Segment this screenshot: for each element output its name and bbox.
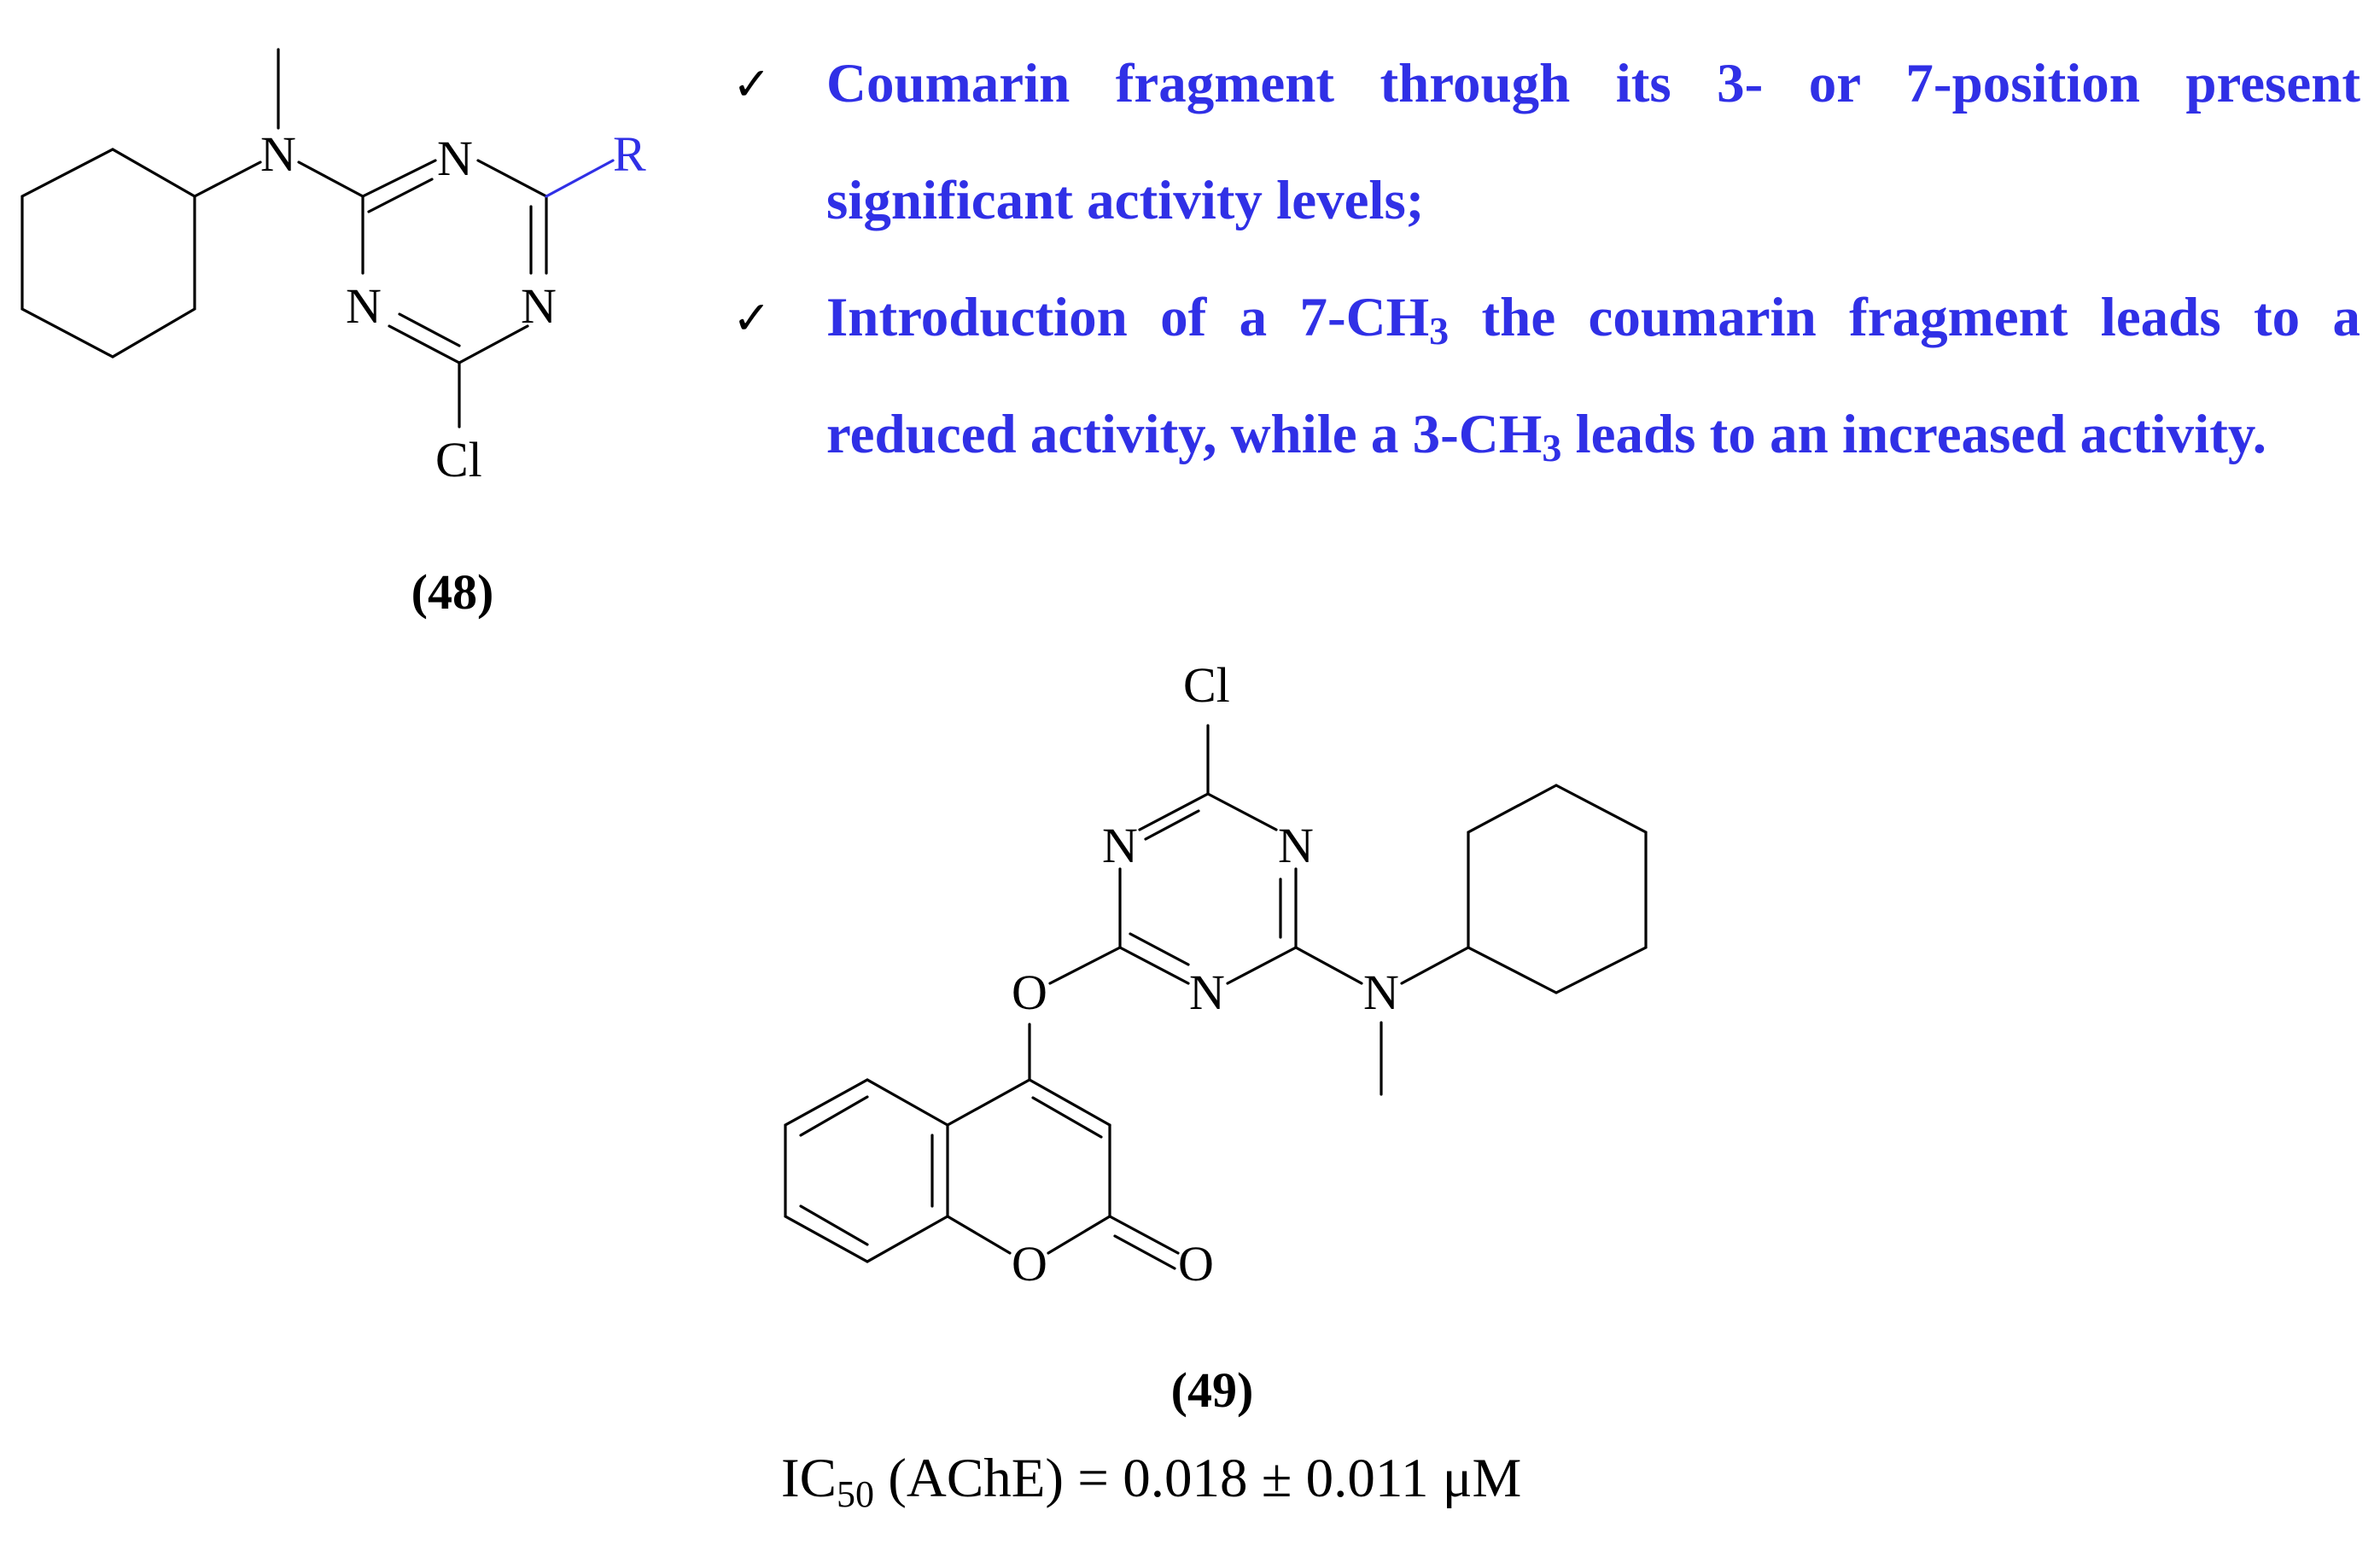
bond-c1-n1-double-49 <box>1144 809 1200 841</box>
atom-lactone-o-49: O <box>1012 1236 1047 1291</box>
bond-cyclohexyl-n-48 <box>193 160 262 198</box>
check-mark-icon: ✓ <box>732 57 772 111</box>
atom-ether-o-49: O <box>1012 965 1047 1020</box>
atom-chlorine-48: Cl <box>435 432 482 487</box>
bond-c-n-amine-49 <box>1294 946 1363 985</box>
bond-n-triazine-48 <box>297 160 365 198</box>
atom-chlorine-49: Cl <box>1183 657 1230 713</box>
cyclohexane-ring-49 <box>1467 784 1648 994</box>
atom-ring-n2-48: N <box>521 278 557 334</box>
benzene-inner-bond-b-49 <box>799 1204 869 1246</box>
bond-c4-c3-49 <box>1028 1078 1111 1127</box>
bond-c1-n2-49 <box>1206 792 1278 831</box>
atom-ring-n3-49: N <box>1189 965 1225 1020</box>
bond-n1-c2-48 <box>476 159 548 198</box>
bond-c2-carbonyl-double-49 <box>1113 1234 1176 1270</box>
bond-c1-n1-48 <box>361 159 437 198</box>
bond-c-o-ether-49 <box>1048 946 1122 985</box>
bond-n2-c3-48 <box>458 324 529 364</box>
bond-c2-n3-49 <box>1118 946 1190 985</box>
compound-48-label: (48) <box>411 564 494 620</box>
observation-subscript: 3 <box>1429 309 1450 353</box>
ic50-prefix: IC <box>781 1448 837 1509</box>
atom-amine-n-49: N <box>1363 965 1399 1020</box>
atom-carbonyl-o-49: O <box>1178 1236 1214 1291</box>
bond-n-cyclohexyl-49 <box>1400 946 1470 985</box>
atom-ring-n2-49: N <box>1278 818 1314 873</box>
atom-ring-n1-49: N <box>1102 818 1138 873</box>
bond-c3-n3-48 <box>388 324 461 364</box>
bond-c1-n1-double-48 <box>367 178 434 213</box>
compound-49-structure: Cl N N N N O O O <box>784 657 1648 1291</box>
atom-ring-n3-48: N <box>346 278 382 334</box>
observation-text: Coumarin fragment through its 3- or 7-po… <box>826 53 2360 231</box>
observation-subscript: 3 <box>1542 426 1562 469</box>
bond-c3-n3-double-48 <box>398 312 461 347</box>
atom-amine-n-48: N <box>260 126 296 182</box>
bond-c1-n1-49 <box>1138 792 1210 831</box>
bond-c4-c3-double-49 <box>1031 1096 1103 1139</box>
bond-c2-carbonyl-49 <box>1108 1215 1180 1255</box>
ic50-value: IC50 (AChE) = 0.018 ± 0.011 μM <box>781 1447 1522 1513</box>
atom-ring-n1-48: N <box>437 131 473 186</box>
bond-c2-n3-double-49 <box>1129 932 1190 966</box>
ic50-subscript: 50 <box>837 1473 874 1515</box>
benzene-ring-49 <box>784 1078 949 1263</box>
compound-49-label: (49) <box>1170 1362 1254 1418</box>
compound-48-structure: N N N N Cl R <box>20 48 646 487</box>
bond-c4-c4a-49 <box>946 1078 1031 1127</box>
atom-substituent-r-48: R <box>613 126 646 182</box>
observation-text-part: leads to an increased activity. <box>1561 404 2267 465</box>
cyclohexane-ring-48 <box>20 148 196 359</box>
ic50-text: (AChE) = 0.018 ± 0.011 μM <box>874 1448 1522 1509</box>
check-mark-icon: ✓ <box>732 291 772 345</box>
observations-list: ✓ Coumarin fragment through its 3- or 7-… <box>730 26 2360 493</box>
observation-text-part: the coumarin fragment leads to a reduced… <box>826 287 2361 465</box>
observation-text: Introduction of a 7-CH3 the coumarin fra… <box>826 259 2360 493</box>
observation-item: ✓ Coumarin fragment through its 3- or 7-… <box>730 26 2360 259</box>
bond-n3-c3-49 <box>1226 946 1298 985</box>
bond-o1-c8a-49 <box>946 1215 1012 1255</box>
bond-c2-o1-49 <box>1047 1215 1111 1255</box>
observation-text-part: Introduction of a 7-CH <box>826 287 1430 348</box>
bond-c-r-48 <box>545 159 615 198</box>
observation-item: ✓ Introduction of a 7-CH3 the coumarin f… <box>730 259 2360 493</box>
benzene-inner-bond-c-49 <box>799 1095 869 1137</box>
